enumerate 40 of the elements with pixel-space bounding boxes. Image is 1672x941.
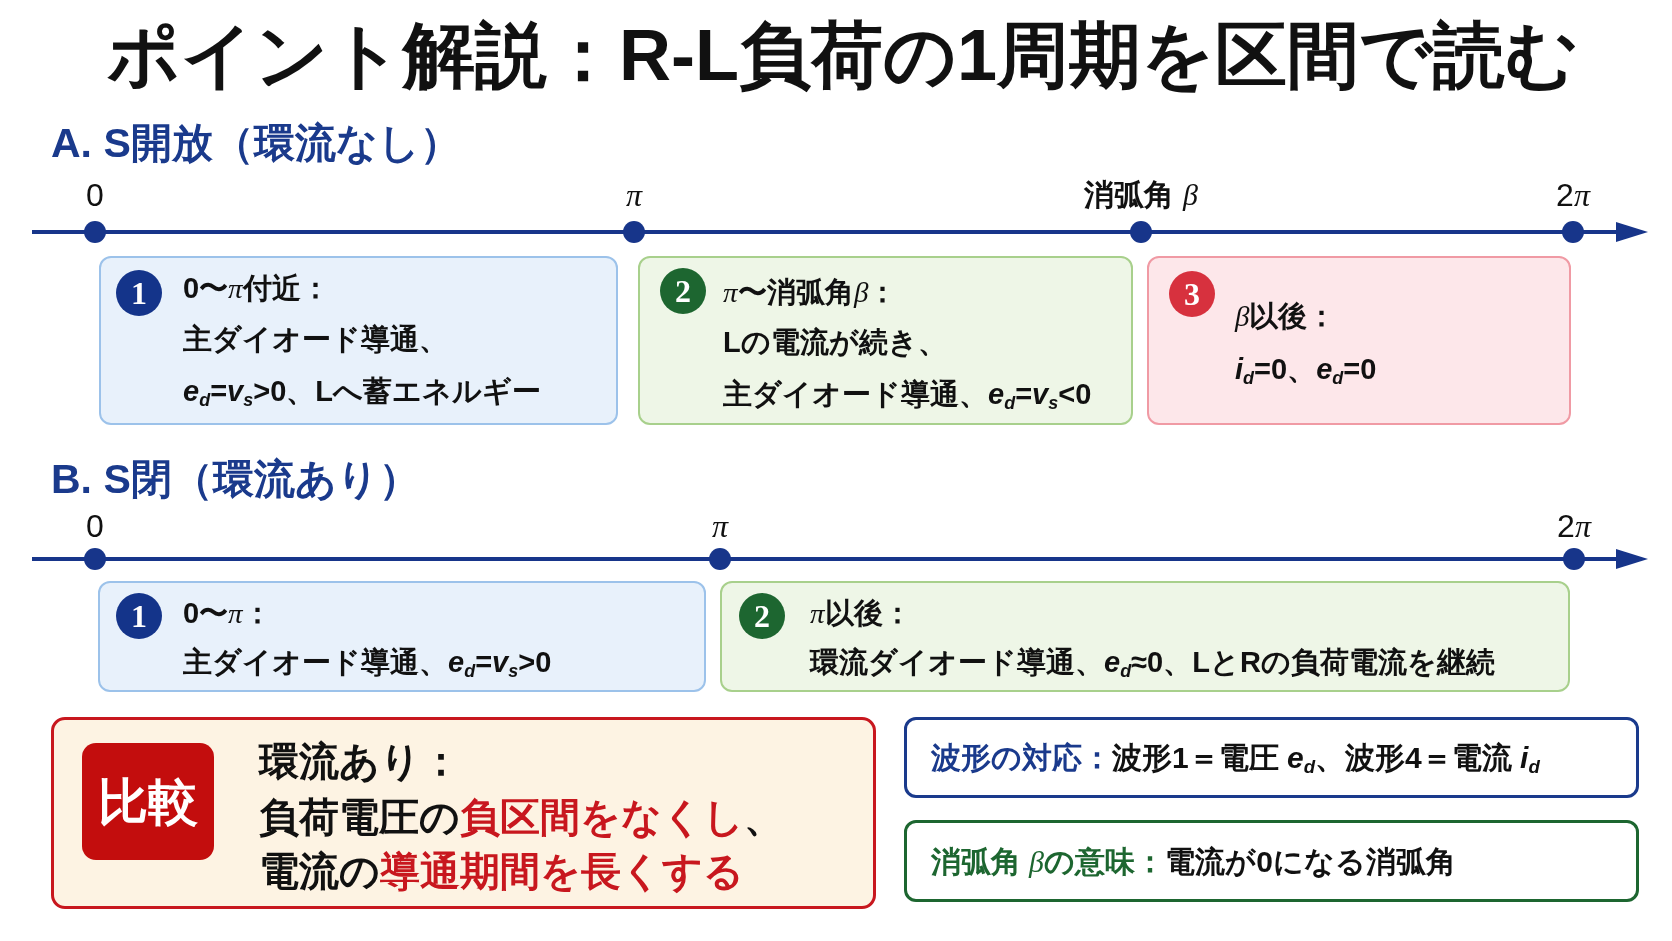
box-text: Lの電流が続き、主ダイオード導通、e$_{d}$=v$_{s}$<0 [723,325,1093,416]
box-heading: π以後： [810,596,912,631]
box-text: 主ダイオード導通、e$_{d}$=v$_{s}$>0 [183,645,552,684]
number-badge: 1 [116,270,162,316]
box-heading: 0〜π付近： [183,271,331,306]
comparison-box [51,717,876,909]
interval-box [98,581,706,692]
box-text: 環流ダイオード導通、e$_{d}$≈0、LとRの負荷電流を継続 [810,645,1495,684]
interval-box [1147,256,1571,425]
box-text: i$_{d}$=0、e$_{d}$=0 [1235,352,1377,391]
tick-label: π [712,506,728,546]
tick-label: 2π [1556,175,1590,215]
box-heading: π〜消弧角β： [723,275,897,310]
box-text: 主ダイオード導通、e$_{d}$=v$_{s}$>0、Lへ蓄エネルギー [183,322,542,413]
box-heading: 環流あり： [259,738,461,785]
number-badge: 3 [1169,271,1215,317]
box-heading: 波形の対応： [931,740,1112,776]
interval-box [99,256,618,425]
tick-label: 0 [86,175,104,215]
box-heading: 消弧角 βの意味： [931,843,1166,880]
box-heading: 0〜π： [183,596,273,631]
tick-label: 0 [86,506,104,546]
tick-label: 2π [1557,506,1591,546]
interval-box [720,581,1570,692]
tick-label: 消弧角 β [1084,177,1198,213]
box-heading: β以後： [1235,299,1336,334]
number-badge: 2 [660,268,706,314]
section-heading: A. S開放（環流なし） [51,119,461,169]
box-text: 電流が0になる消弧角 [1165,843,1457,880]
note-box [904,820,1639,902]
section-heading: B. S閉（環流あり） [51,455,420,505]
interval-box [638,256,1133,425]
title: ポイント解説：R-L負荷の1周期を区間で読む [107,13,1579,97]
box-text: 波形1＝電圧 e$_{d}$、波形4＝電流 i$_{d}$ [1112,740,1540,777]
box-text: 負荷電圧の負区間をなくし、電流の導通期間を長くする [259,794,785,895]
label-badge: 比較 [82,743,214,860]
note-box [904,717,1639,798]
number-badge: 1 [116,593,162,639]
number-badge: 2 [739,593,785,639]
tick-label: π [626,175,642,215]
